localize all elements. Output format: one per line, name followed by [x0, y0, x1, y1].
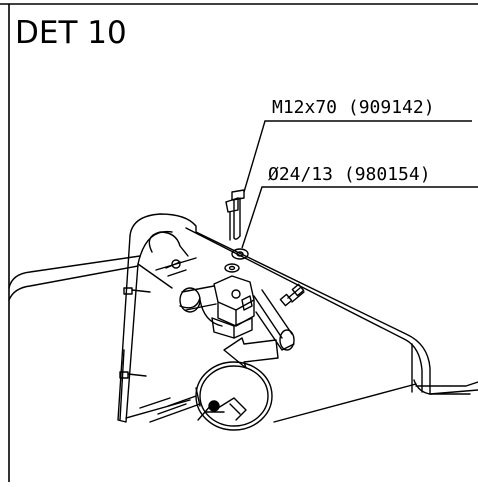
- inner-bracket: [139, 395, 247, 423]
- washer-24-13: [224, 248, 249, 273]
- fitting: [279, 283, 305, 307]
- circular-opening: [195, 361, 273, 431]
- housing-plate: [129, 213, 478, 423]
- detail-title: DET 10: [15, 15, 127, 51]
- hex-nut: [165, 259, 187, 277]
- valve-block: [211, 275, 255, 339]
- drawing-frame: [0, 3, 478, 482]
- pipe-left: [179, 285, 217, 313]
- leader-line-bolt: [243, 120, 472, 193]
- pipe-right: [199, 289, 295, 351]
- callout-label-washer: Ø24/13 (980154): [268, 164, 431, 185]
- side-strip: [117, 235, 191, 423]
- direction-arrow: [223, 337, 279, 369]
- bolt-m12: [225, 189, 245, 241]
- callout-label-bolt: M12x70 (909142): [272, 97, 435, 118]
- leader-line-washer: [241, 186, 478, 249]
- handle-bar: [8, 255, 141, 301]
